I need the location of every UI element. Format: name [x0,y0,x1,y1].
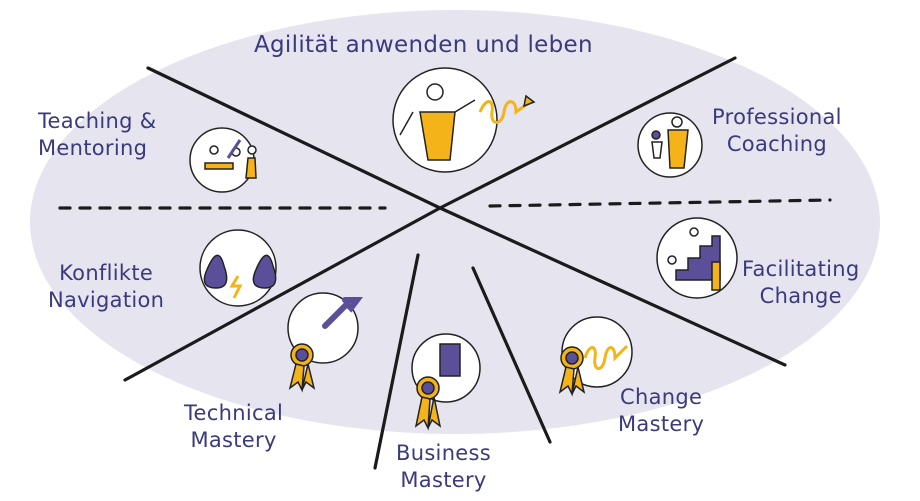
dashed-line-right [488,198,832,208]
section-change-mastery-line1: Change [620,385,703,409]
section-professional-coaching: Professional Coaching [712,104,842,158]
section-konflikte-navigation-line2: Navigation [48,288,165,312]
top-title: Agilität anwenden und leben [254,32,593,58]
dashed-lines [58,198,832,210]
section-technical-mastery: Technical Mastery [184,400,283,454]
section-business-mastery-line1: Business [396,441,492,465]
coach-person-icon [637,112,703,178]
section-teaching-mentoring: Teaching & Mentoring [38,108,156,162]
section-konflikte-navigation: Konflikte Navigation [48,260,164,314]
section-technical-mastery-line1: Technical [184,401,284,425]
section-business-mastery: Business Mastery [396,440,491,494]
section-facilitating-change-line1: Facilitating [742,257,860,281]
teacher-students-icon [189,127,257,193]
section-teaching-mentoring-line2: Mentoring [38,136,148,160]
stairs-climbers-icon [656,217,738,299]
section-facilitating-change-line2: Change [759,284,842,308]
section-change-mastery: Change Mastery [618,384,704,438]
person-spring-arrow-icon [392,67,536,173]
section-teaching-mentoring-line1: Teaching & [38,109,157,133]
section-change-mastery-line2: Mastery [618,412,705,436]
divider-bottom-left [123,206,442,382]
section-professional-coaching-line1: Professional [712,105,842,129]
divider-bottom-right [438,206,787,367]
divider-top-left [146,66,442,210]
divider-center-right [471,266,552,444]
wrench-medal-icon [287,292,363,393]
section-technical-mastery-line2: Mastery [190,428,277,452]
section-professional-coaching-line2: Coaching [726,132,827,156]
section-business-mastery-line2: Mastery [400,468,487,492]
divider-top-right [438,56,737,210]
section-konflikte-navigation-line1: Konflikte [59,261,154,285]
divider-center-left [373,253,420,470]
conflict-drops-lightning-icon [199,229,277,307]
divider-lines [123,56,787,470]
spring-arrow-medal-icon [558,316,633,397]
building-medal-icon [411,333,481,431]
section-facilitating-change: Facilitating Change [742,256,859,310]
